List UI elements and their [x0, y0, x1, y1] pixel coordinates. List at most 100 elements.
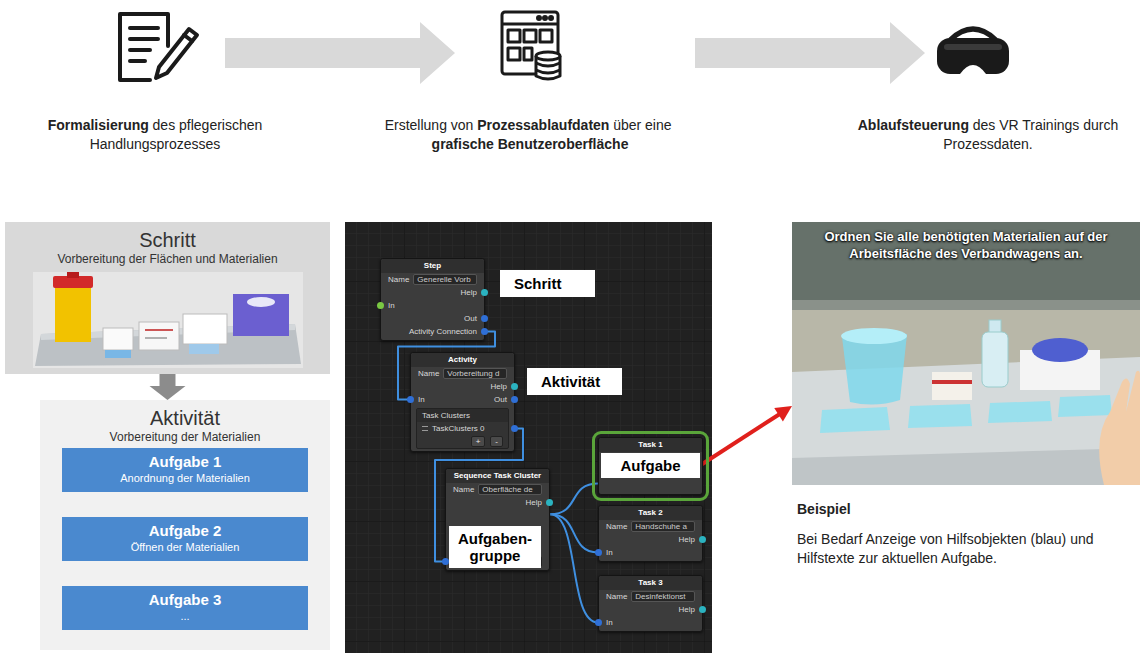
node-text: In [606, 547, 613, 558]
node-text: Desinfektionst [631, 591, 695, 602]
label-text: grafische Benutzeroberfläche [330, 135, 730, 154]
node-row: Task Clusters [417, 409, 508, 422]
node-wire [550, 514, 598, 622]
label-text: Beispiel [797, 501, 851, 517]
document-icon [130, 26, 158, 30]
vr-scene [982, 332, 1008, 387]
node-text: Aktivität [40, 406, 330, 430]
node-text: Name [606, 591, 627, 602]
tray-photo [33, 272, 303, 368]
node-header: Step [381, 259, 484, 273]
step-panel: SchrittVorbereitung der Flächen und Mate… [5, 222, 330, 374]
task-box: Aufgabe 3... [62, 586, 308, 630]
database-window-icon [550, 17, 553, 20]
vr-scene [842, 334, 907, 405]
node-text: Name [388, 274, 409, 285]
port-dot [595, 619, 602, 626]
node-text: ... [68, 609, 302, 623]
node-row: Help [411, 380, 514, 393]
vr-headset-icon [937, 29, 1009, 74]
database-window-icon [524, 30, 536, 42]
database-window-icon [524, 48, 532, 60]
node-row: InOut [411, 393, 514, 406]
port-dot [481, 315, 488, 322]
node-text: In [606, 617, 613, 628]
step-node: StepNameGenerelle VorbHelpInOutActivity … [380, 258, 485, 341]
database-window-icon [502, 23, 558, 26]
database-window-icon [508, 48, 520, 60]
label-text: des VR Trainings durch Prozessdaten. [943, 117, 1118, 152]
tray-photo [145, 329, 173, 331]
caption-text: Beispiel [797, 500, 1117, 519]
node-editor-canvas [345, 222, 712, 653]
node-text: Öffnen der Materialien [68, 540, 302, 554]
node-row: Help [446, 496, 549, 509]
port-dot [511, 425, 518, 432]
port-dot [546, 499, 553, 506]
label-text: Bei Bedarf Anzeige von Hilfsobjekten (bl… [797, 531, 1094, 566]
vr-headset-icon [944, 44, 1002, 50]
node-text: Anordnung der Materialien [68, 471, 302, 485]
port-dot [511, 383, 518, 390]
node-row: +- [417, 435, 508, 448]
port-dot [699, 606, 706, 613]
activity-panel: AktivitätVorbereitung der MaterialienAuf… [40, 400, 330, 650]
caption-text: Formalisierungdes pflegerischen Handlung… [25, 116, 285, 154]
node-text: Schritt [5, 228, 330, 252]
node-text: Activity [448, 355, 477, 364]
vr-scene [841, 328, 907, 344]
label-text: Erstellung von [385, 117, 474, 133]
tray-photo [139, 322, 179, 350]
database-window-icon [536, 63, 560, 66]
port-dot [595, 549, 602, 556]
node-text: Help [679, 534, 695, 545]
pointer-arrow-line [700, 413, 781, 465]
document-icon [120, 14, 197, 80]
tray-photo [33, 272, 303, 368]
port-dot [511, 396, 518, 403]
database-window-icon [540, 30, 552, 42]
tray-photo [145, 337, 167, 339]
node-wire [550, 483, 598, 514]
task-node: Task 3 Name DesinfektionstHelpIn [598, 575, 703, 632]
node-text: Help [491, 381, 507, 392]
tray-photo [103, 328, 133, 350]
node-header: Activity [411, 353, 514, 367]
node-wire [550, 514, 598, 552]
document-icon [120, 14, 168, 80]
node-text: Aufgabe 1 [68, 453, 302, 471]
node-text: Oberfläche de [478, 484, 542, 495]
database-window-icon [536, 70, 560, 73]
node-text: TaskClusters 0 [432, 423, 484, 434]
callout-label: Aktivität [527, 368, 622, 395]
task-box: Aufgabe 1Anordnung der Materialien [62, 448, 308, 492]
node-text: Vorbereitung der Flächen und Materialien [5, 252, 330, 267]
task-cluster-node: Sequence Task ClusterNameOberfläche deHe… [445, 468, 550, 571]
node-row: In [381, 299, 484, 312]
node-text: Aufgabe 3 [68, 591, 302, 609]
tray-photo [233, 294, 289, 336]
node-text: Help [526, 497, 542, 508]
process-arrow [695, 22, 925, 84]
label-text: über eine [613, 117, 671, 133]
callout-label: Aufgabe [601, 453, 700, 478]
node-row: NameVorbereitung d [411, 367, 514, 380]
database-window-icon [502, 12, 560, 79]
callout-label: Aufgaben- gruppe [449, 526, 541, 568]
node-row: Out [381, 312, 484, 325]
drag-handle [422, 426, 428, 431]
vr-scene [908, 404, 972, 428]
node-text: Handschuhe a [631, 521, 695, 532]
node-text: In [388, 300, 395, 311]
node-header: Task 3 [599, 576, 702, 590]
vr-screenshot: Ordnen Sie alle benötigten Materialien a… [792, 222, 1140, 485]
vr-scene [792, 222, 1140, 485]
label-text: Ablaufsteuerung [858, 117, 969, 133]
caption-text: Erstellung vonProzessablaufdatenüber ein… [330, 116, 730, 154]
port-dot [481, 289, 488, 296]
vr-scene [1032, 338, 1088, 362]
node-row: Help [381, 286, 484, 299]
node-text: Task 3 [638, 578, 662, 587]
node-text: Help [679, 604, 695, 615]
